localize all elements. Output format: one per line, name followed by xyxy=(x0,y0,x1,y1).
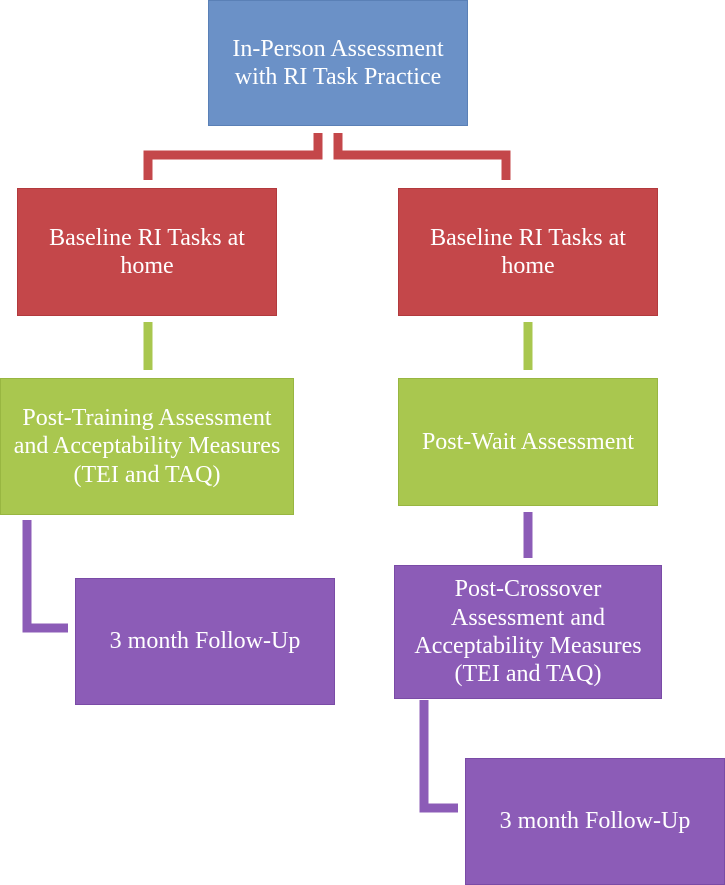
connector-root-to-right-baseline xyxy=(333,133,511,180)
right-crossover-node: Post-Crossover Assessment and Acceptabil… xyxy=(394,565,662,699)
right-post-wait-label: Post-Wait Assessment xyxy=(421,428,635,455)
left-followup-node: 3 month Follow-Up xyxy=(75,578,335,705)
right-followup-label: 3 month Follow-Up xyxy=(499,808,691,835)
right-crossover-label: Post-Crossover Assessment and Acceptabil… xyxy=(414,576,642,688)
left-post-training-node: Post-Training Assessment and Acceptabili… xyxy=(0,378,294,515)
connector-crossover-to-followup xyxy=(419,700,458,813)
left-baseline-label: Baseline RI Tasks at home xyxy=(49,224,245,279)
left-followup-label: 3 month Follow-Up xyxy=(109,628,301,655)
right-followup-node: 3 month Follow-Up xyxy=(465,758,725,885)
right-baseline-node: Baseline RI Tasks at home xyxy=(398,188,658,316)
root-node: In-Person Assessment with RI Task Practi… xyxy=(208,0,468,126)
left-post-training-label: Post-Training Assessment and Acceptabili… xyxy=(13,405,281,488)
left-baseline-node: Baseline RI Tasks at home xyxy=(17,188,277,316)
connector-root-to-left-baseline xyxy=(143,133,323,180)
connector-left-post-to-followup xyxy=(22,520,68,633)
right-baseline-label: Baseline RI Tasks at home xyxy=(430,224,626,279)
root-node-label: In-Person Assessment with RI Task Practi… xyxy=(232,35,444,90)
right-post-wait-node: Post-Wait Assessment xyxy=(398,378,658,506)
